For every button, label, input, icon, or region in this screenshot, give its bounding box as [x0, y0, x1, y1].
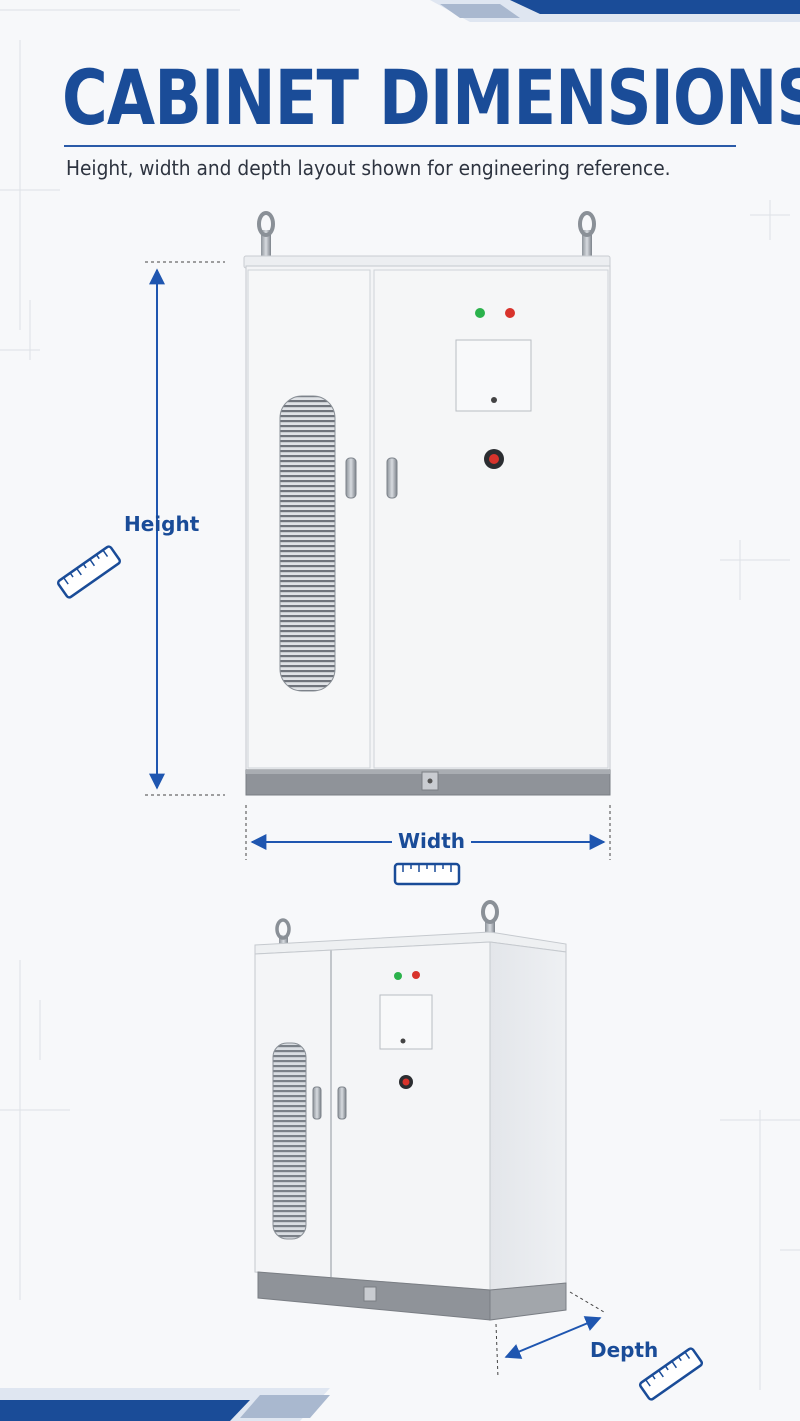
ruler-icon	[638, 1347, 704, 1401]
depth-label: Depth	[590, 1338, 659, 1362]
indicator-light-icon	[505, 308, 515, 318]
height-label: Height	[124, 512, 200, 536]
vent-grille-icon	[279, 395, 336, 692]
vent-grille-icon	[272, 1042, 307, 1240]
depth-dimension	[495, 1291, 605, 1379]
ruler-icon	[393, 862, 461, 886]
height-dimension	[145, 261, 225, 796]
door-handle-icon	[345, 457, 357, 499]
lifting-eye-icon	[578, 211, 596, 256]
ruler-icon	[56, 545, 122, 599]
width-label: Width	[392, 829, 472, 853]
title-underline	[64, 145, 736, 147]
door-handle-icon	[337, 1086, 347, 1120]
door-handle-icon	[312, 1086, 322, 1120]
page-title: CABINET DIMENSIONS	[62, 53, 800, 142]
door-handle-icon	[386, 457, 398, 499]
bottom-left-accent-band	[0, 1388, 330, 1421]
lifting-eye-icon	[257, 211, 275, 256]
front-cabinet	[243, 211, 611, 796]
lifting-eye-icon	[481, 900, 499, 936]
top-right-accent-band	[430, 0, 800, 22]
page-subtitle: Height, width and depth layout shown for…	[66, 156, 671, 180]
lifting-eye-icon	[275, 918, 291, 949]
indicator-light-icon	[394, 972, 402, 980]
isometric-cabinet	[254, 900, 567, 1321]
width-dimension	[245, 805, 611, 860]
indicator-light-icon	[475, 308, 485, 318]
dimension-arrow-icon	[504, 1316, 602, 1359]
indicator-light-icon	[412, 971, 420, 979]
